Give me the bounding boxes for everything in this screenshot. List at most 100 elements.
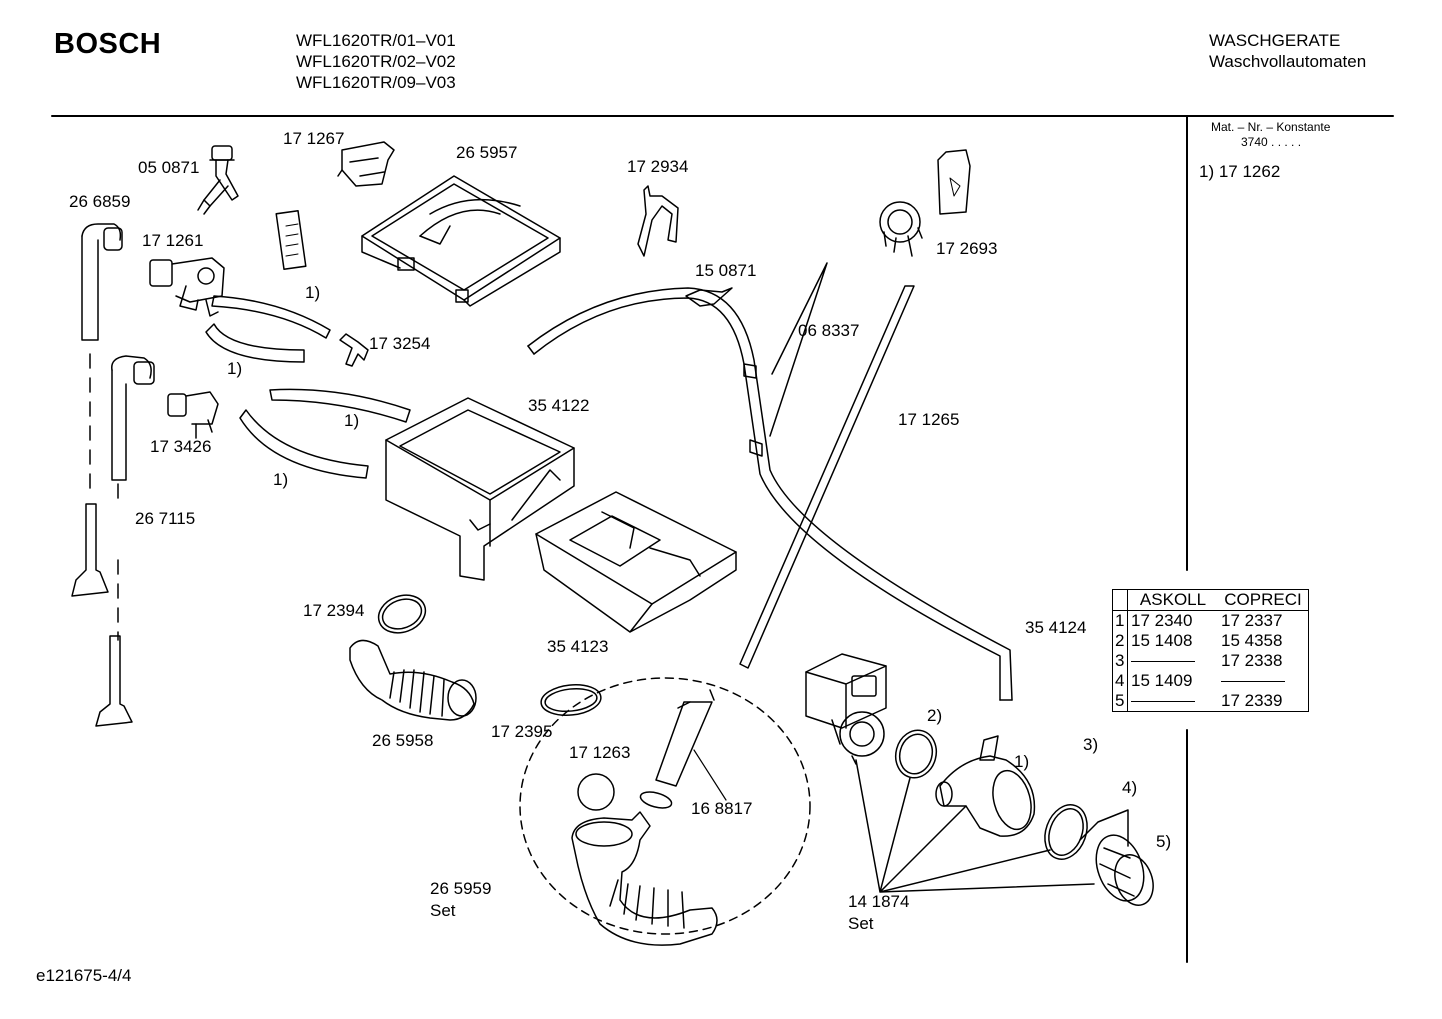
material-constant-label: Mat. – Nr. – Konstante — [1211, 120, 1331, 134]
elbow-hose-drawing — [81, 223, 122, 241]
small-valve-drawing — [167, 391, 219, 439]
drawer-housing-drawing — [385, 397, 575, 581]
part-label: 35 4124 — [1025, 618, 1087, 637]
part-label: 17 2693 — [936, 239, 998, 258]
rod-171265-drawing — [739, 285, 915, 669]
note-marker: 3) — [1083, 735, 1099, 754]
inlet-valve-drawing — [149, 257, 225, 317]
askoll-cell: 15 1409 — [1131, 671, 1193, 690]
part-label: 17 2934 — [627, 157, 689, 176]
hose-1-drawing — [211, 295, 331, 339]
drawer-drawing — [535, 491, 737, 633]
sump-hose-drawing — [571, 811, 718, 946]
part-label: 17 2395 — [491, 722, 553, 741]
bracket-drawing — [337, 141, 395, 187]
y-connector-drawing — [197, 145, 239, 215]
set-265959-outline — [519, 677, 811, 935]
part-label: 26 5958 — [372, 731, 434, 750]
askoll-cell-empty — [1128, 651, 1219, 671]
part-label: 17 3426 — [150, 437, 212, 456]
note-marker: 4) — [1122, 778, 1138, 797]
bolt-lower-drawing — [95, 635, 133, 727]
part-label: 17 1263 — [569, 743, 631, 762]
clips-068337-drawing — [743, 363, 763, 457]
bellows-hose-drawing — [349, 639, 477, 721]
row-index: 5 — [1112, 691, 1128, 712]
seal-3-drawing — [1044, 804, 1088, 860]
part-label: 16 8817 — [691, 799, 753, 818]
row-index: 2 — [1112, 631, 1128, 651]
copreci-cell-empty — [1218, 671, 1309, 691]
model-number-3: WFL1620TR/09–V03 — [296, 73, 456, 92]
part-label: 26 5959 — [430, 879, 492, 898]
copreci-cell: 17 2339 — [1221, 691, 1283, 710]
drain-pump-drawing — [805, 653, 887, 765]
part-label: 26 6859 — [69, 192, 131, 211]
part-label: 15 0871 — [695, 261, 757, 280]
part-label: 06 8337 — [798, 321, 860, 340]
column-header: COPRECI — [1224, 590, 1302, 609]
y-piece-drawing — [339, 333, 369, 367]
part-label: 35 4122 — [528, 396, 590, 415]
lower-elbow-drawing — [111, 355, 152, 379]
ring-172394-drawing — [377, 594, 427, 634]
category-title: WASCHGERATE — [1209, 31, 1341, 50]
mounting-plate-drawing — [937, 149, 971, 215]
bolt-upper-drawing — [71, 503, 109, 597]
supplier-table: ASKOLL COPRECI 1 17 2340 17 2337 2 15 14… — [1112, 589, 1309, 712]
seal-2-drawing — [894, 729, 938, 779]
hose-4-drawing — [239, 409, 369, 479]
row-index: 3 — [1112, 651, 1128, 671]
hose-354124-drawing — [527, 287, 1013, 701]
table-row: 5 17 2339 — [1112, 691, 1309, 712]
note-marker: 2) — [927, 706, 943, 725]
table-row: 2 15 1408 15 4358 — [1112, 631, 1309, 651]
askoll-cell-empty — [1128, 691, 1219, 712]
material-constant-value: 3740 . . . . . — [1241, 135, 1302, 149]
brand-logo: BOSCH — [54, 28, 162, 60]
copreci-cell: 17 2338 — [1221, 651, 1283, 670]
part-label: 05 0871 — [138, 158, 200, 177]
note-marker: 1) — [344, 411, 360, 430]
set-label: Set — [430, 901, 456, 920]
note-marker: 1) — [305, 283, 321, 302]
note-marker: 1) — [273, 470, 289, 489]
model-number-1: WFL1620TR/01–V01 — [296, 31, 456, 50]
part-label: 26 5957 — [456, 143, 518, 162]
table-row: 1 17 2340 17 2337 — [1112, 610, 1309, 631]
part-label: 14 1874 — [848, 892, 910, 911]
part-label: 17 3254 — [369, 334, 431, 353]
ring-172395-drawing — [540, 684, 602, 716]
copreci-cell: 17 2337 — [1221, 611, 1283, 630]
copreci-cell: 15 4358 — [1221, 631, 1283, 650]
dispenser-frame-drawing — [361, 175, 561, 307]
ball-171263-drawing — [577, 773, 615, 811]
hose-2-drawing — [205, 323, 305, 363]
table-row: 4 15 1409 — [1112, 671, 1309, 691]
pump-housing-drawing — [935, 735, 1036, 837]
row-index: 1 — [1112, 610, 1128, 631]
column-header: ASKOLL — [1139, 590, 1207, 609]
filter-drawing — [1095, 834, 1154, 906]
row-index: 4 — [1112, 671, 1128, 691]
tube-168817-drawing — [655, 701, 713, 787]
note-marker: 1) — [1014, 752, 1030, 771]
note-marker: 1) — [227, 359, 243, 378]
pressure-switch-drawing — [879, 201, 921, 243]
part-label: 17 1265 — [898, 410, 960, 429]
model-number-2: WFL1620TR/02–V02 — [296, 52, 456, 71]
askoll-cell: 15 1408 — [1131, 631, 1193, 650]
part-label: 35 4123 — [547, 637, 609, 656]
hook-drawing — [637, 185, 679, 257]
part-label: 17 2394 — [303, 601, 365, 620]
part-label: 17 1261 — [142, 231, 204, 250]
document-reference: e121675-4/4 — [36, 966, 132, 985]
table-header-row: ASKOLL COPRECI — [1112, 589, 1309, 611]
part-label: 17 1267 — [283, 129, 345, 148]
part-label: 26 7115 — [135, 509, 196, 528]
clip-150871-drawing — [685, 287, 733, 307]
hose-3-drawing — [269, 388, 411, 423]
category-subtitle: Waschvollautomaten — [1209, 52, 1367, 71]
footnote-1: 1) 17 1262 — [1199, 162, 1281, 181]
